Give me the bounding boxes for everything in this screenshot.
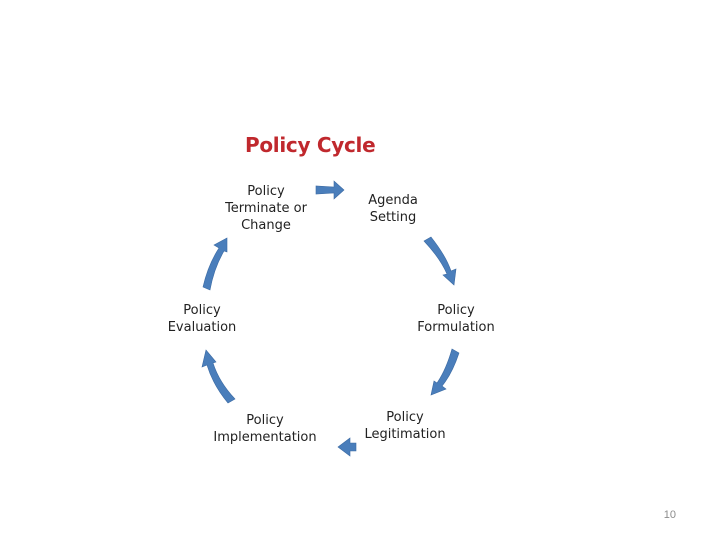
stage-label-line: Policy — [247, 184, 285, 199]
diagram-title: Policy Cycle — [245, 133, 376, 157]
stage-policy-legitimation: Policy Legitimation — [364, 409, 445, 443]
stage-policy-evaluation: Policy Evaluation — [168, 302, 237, 336]
stage-terminate-or-change: Policy Terminate or Change — [225, 183, 307, 234]
stage-label-line: Formulation — [417, 320, 495, 335]
stage-policy-formulation: Policy Formulation — [417, 302, 494, 336]
stage-label-line: Change — [241, 218, 291, 233]
page-number: 10 — [663, 509, 676, 521]
stage-label-line: Agenda — [368, 193, 418, 208]
stage-policy-implementation: Policy Implementation — [213, 412, 316, 446]
stage-label-line: Setting — [369, 210, 417, 225]
stage-label-line: Policy — [183, 303, 221, 318]
arrow-implementation-to-evaluation — [201, 349, 236, 404]
stage-label-line: Evaluation — [167, 320, 237, 335]
stage-label-line: Legitimation — [364, 427, 446, 442]
stage-label-line: Policy — [386, 410, 424, 425]
arrow-agenda-to-formulation — [423, 236, 457, 286]
stage-agenda-setting: Agenda Setting — [368, 192, 418, 226]
stage-label-line: Terminate or — [225, 201, 307, 216]
stage-label-line: Implementation — [213, 430, 317, 445]
arrow-evaluation-to-terminate — [202, 237, 228, 291]
arrow-formulation-to-legitimation — [430, 348, 460, 396]
stage-label-line: Policy — [437, 303, 475, 318]
arrow-legitimation-to-implementation — [337, 437, 357, 457]
arrow-terminate-to-agenda — [315, 180, 345, 200]
stage-label-line: Policy — [246, 413, 284, 428]
